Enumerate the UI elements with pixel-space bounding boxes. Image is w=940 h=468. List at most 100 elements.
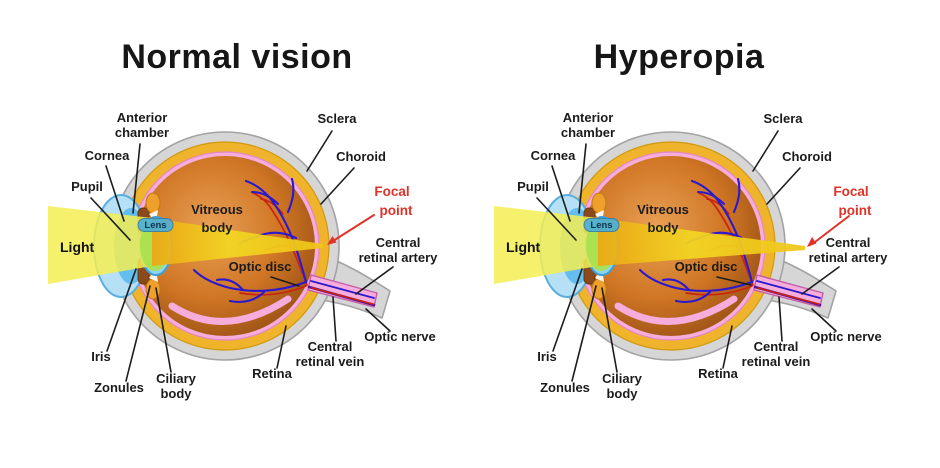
focal-point-arrow-head <box>807 237 817 247</box>
light-beam-entry-shape <box>494 206 598 284</box>
leader-cornea <box>551 165 571 222</box>
focal-point-arrow-line <box>814 215 850 243</box>
label-focal-point-line2: point <box>380 203 413 218</box>
retina-inner-stripe <box>168 295 292 325</box>
label-central-retinal-artery-line1: Central <box>376 235 421 250</box>
label-choroid: Choroid <box>336 149 386 164</box>
leader-zonules <box>125 285 151 382</box>
label-focal-point-line1: Focal <box>833 184 868 199</box>
label-retina: Retina <box>252 366 293 381</box>
focal-point-annotation: Focal point <box>807 184 872 247</box>
leader-lines <box>536 130 840 382</box>
leader-optic-nerve <box>365 308 391 332</box>
panel-title: Normal vision <box>121 38 352 76</box>
leader-choroid <box>766 167 801 205</box>
label-focal-point-line2: point <box>839 203 872 218</box>
leader-sclera <box>306 130 333 172</box>
label-optic-nerve: Optic nerve <box>810 329 882 344</box>
leader-anterior-chamber <box>132 143 141 214</box>
label-anterior-chamber-line1: Anterior <box>563 110 614 125</box>
optic-nerve-bundle <box>307 274 378 308</box>
label-anterior-chamber-line2: chamber <box>561 125 615 140</box>
leader-iris <box>106 268 137 352</box>
label-ciliary-body-line1: Ciliary <box>156 371 197 386</box>
label-choroid: Choroid <box>782 149 832 164</box>
label-retina: Retina <box>698 366 739 381</box>
blood-vessels <box>192 177 308 304</box>
leader-optic-disc <box>716 276 752 286</box>
label-vitreous-body-line2: body <box>201 220 233 235</box>
label-light: Light <box>60 239 95 255</box>
label-central-retinal-vein-line1: Central <box>754 339 799 354</box>
leader-optic-nerve <box>811 308 837 332</box>
label-vitreous-body-line1: Vitreous <box>191 202 243 217</box>
optic-nerve-bundle <box>753 274 824 308</box>
label-cornea: Cornea <box>531 148 577 163</box>
leader-central-retinal-artery <box>801 266 840 295</box>
focal-point-annotation: Focal point <box>327 184 413 245</box>
label-iris: Iris <box>91 349 111 364</box>
panel-hyperopia: Hyperopia <box>470 0 940 468</box>
lens-label-chip <box>583 218 620 232</box>
hyperopia-svg: Hyperopia <box>494 38 889 401</box>
label-central-retinal-artery-line2: retinal artery <box>359 250 439 265</box>
label-light: Light <box>506 239 541 255</box>
leader-choroid <box>320 167 355 205</box>
converging-cone-shape <box>598 218 805 266</box>
leader-pupil <box>536 197 577 241</box>
focal-point-arrow-head <box>327 236 337 245</box>
label-ciliary-body-line1: Ciliary <box>602 371 643 386</box>
label-iris: Iris <box>537 349 557 364</box>
converging-cone-shape <box>152 218 323 266</box>
eye-illustration: Lens Light <box>494 131 837 361</box>
label-ciliary-body-line2: body <box>160 386 192 401</box>
label-central-retinal-vein-line2: retinal vein <box>296 354 365 369</box>
focal-point-arrow-line <box>332 214 375 242</box>
leader-central-retinal-vein <box>778 296 783 342</box>
label-anterior-chamber-line1: Anterior <box>117 110 168 125</box>
retina-inner-stripe <box>614 295 738 325</box>
leader-anterior-chamber <box>578 143 587 214</box>
label-pupil: Pupil <box>517 179 549 194</box>
label-zonules: Zonules <box>94 380 144 395</box>
leader-optic-disc <box>270 276 300 287</box>
label-sclera: Sclera <box>317 111 357 126</box>
leader-central-retinal-vein <box>332 296 337 342</box>
leader-lines <box>90 130 394 382</box>
label-central-retinal-artery-line2: retinal artery <box>809 250 889 265</box>
label-central-retinal-vein-line2: retinal vein <box>742 354 811 369</box>
leader-cornea <box>105 165 125 222</box>
label-cornea: Cornea <box>85 148 131 163</box>
leader-iris <box>552 268 583 352</box>
light-beam <box>48 206 323 284</box>
normal-vision-svg: Normal vision <box>48 38 439 401</box>
leader-central-retinal-artery <box>355 266 394 295</box>
label-focal-point-line1: Focal <box>374 184 409 199</box>
label-vitreous-body-line2: body <box>647 220 679 235</box>
label-pupil: Pupil <box>71 179 103 194</box>
leader-zonules <box>571 285 597 382</box>
panel-title: Hyperopia <box>594 38 765 76</box>
leader-ciliary-body <box>601 287 618 373</box>
label-optic-disc: Optic disc <box>229 259 292 274</box>
ciliary-body-upper-shape <box>145 192 161 214</box>
label-zonules: Zonules <box>540 380 590 395</box>
label-central-retinal-artery-line1: Central <box>826 235 871 250</box>
lens-label-chip <box>137 218 174 232</box>
label-optic-nerve: Optic nerve <box>364 329 436 344</box>
label-central-retinal-vein-line1: Central <box>308 339 353 354</box>
leader-retina <box>276 325 287 369</box>
label-anterior-chamber-line2: chamber <box>115 125 169 140</box>
label-lens: Lens <box>590 220 612 231</box>
label-lens: Lens <box>144 220 166 231</box>
panel-normal-vision: Normal vision <box>48 38 439 401</box>
leader-retina <box>722 325 733 369</box>
label-vitreous-body-line1: Vitreous <box>637 202 689 217</box>
eye-illustration: Lens Light <box>48 131 391 361</box>
label-sclera: Sclera <box>763 111 803 126</box>
ciliary-body-upper-shape <box>591 192 607 214</box>
label-ciliary-body-line2: body <box>606 386 638 401</box>
leader-pupil <box>90 197 131 241</box>
label-optic-disc: Optic disc <box>675 259 738 274</box>
